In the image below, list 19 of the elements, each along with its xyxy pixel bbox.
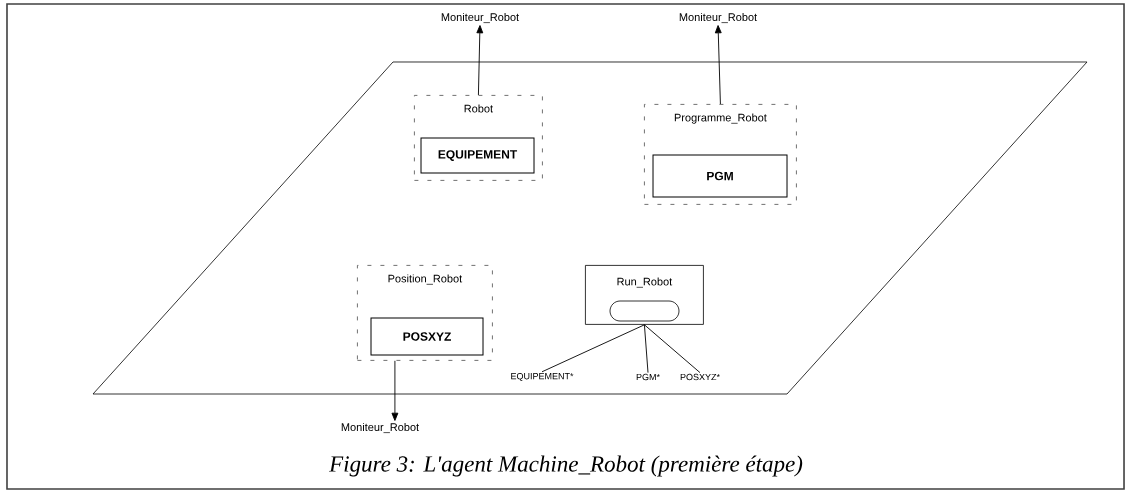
rounded-box: [609, 300, 680, 322]
connector-line: [541, 324, 645, 373]
arrow: [391, 360, 399, 421]
text-label: Moniteur_Robot: [441, 12, 520, 24]
caption: Figure 3: L'agent Machine_Robot (première étape): [329, 455, 803, 477]
box: PGM: [652, 154, 788, 198]
box: POSXYZ: [370, 317, 484, 356]
text-label: Moniteur_Robot: [679, 12, 758, 24]
text-label: Moniteur_Robot: [341, 422, 420, 434]
box: EQUIPEMENT: [420, 137, 535, 174]
connector-line: [643, 324, 701, 374]
arrow: [714, 25, 722, 105]
text-label: PGM*: [636, 373, 660, 381]
parallelogram: [92, 61, 1088, 395]
connector-line: [643, 324, 649, 374]
arrow: [476, 25, 484, 96]
text-label: EQUIPEMENT*: [511, 373, 574, 381]
box: Run_Robot: [585, 265, 704, 325]
text-label: POSXYZ*: [680, 373, 720, 381]
